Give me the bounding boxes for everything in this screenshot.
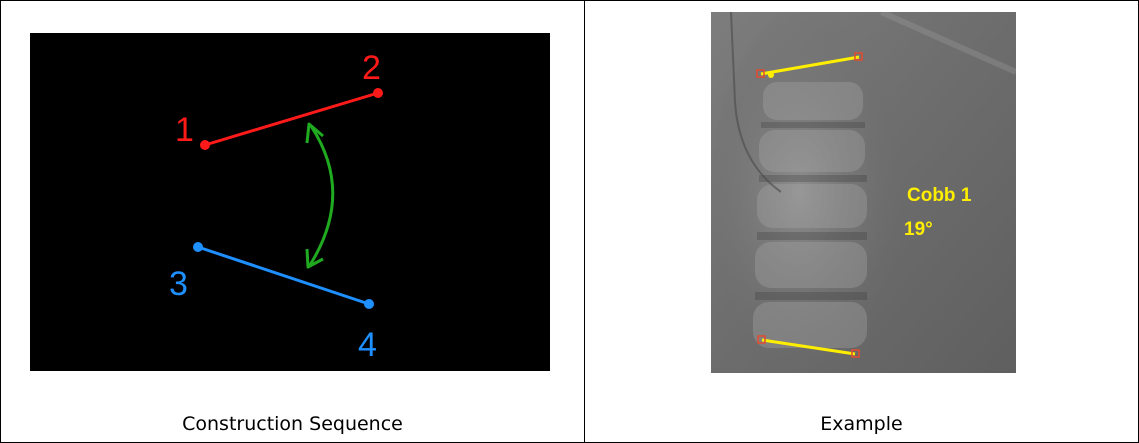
line-1-2: [203, 91, 380, 147]
cobb-handle-top-right: [854, 52, 863, 61]
point-label-2: 2: [362, 49, 381, 87]
caption-example: Example: [820, 413, 903, 435]
angle-arc-arrowhead-bottom: [305, 248, 324, 269]
xray-spine-shadow: [711, 12, 931, 373]
table-border-top: [0, 0, 1139, 1]
cobb-anchor-dot: [768, 72, 774, 78]
point-label-1: 1: [175, 111, 194, 149]
cobb-handle-top-left: [756, 69, 765, 78]
point-1: [200, 140, 210, 150]
cobb-measurement-value: 19°: [904, 219, 933, 240]
point-label-4: 4: [358, 326, 377, 364]
cobb-handle-bottom-left: [757, 335, 766, 344]
table-divider: [584, 0, 585, 443]
point-2: [373, 88, 383, 98]
cobb-measurement-label: Cobb 1: [907, 185, 972, 206]
line-3-4: [196, 245, 371, 306]
construction-diagram: 1 2 3 4: [30, 33, 550, 371]
xray-rib-edge: [879, 12, 1016, 75]
xray-wire: [730, 12, 782, 193]
point-label-3: 3: [169, 265, 188, 303]
caption-construction-sequence: Construction Sequence: [182, 413, 403, 435]
point-3: [193, 242, 203, 252]
cobb-line-bottom: [761, 338, 856, 356]
cobb-line-top: [760, 55, 860, 76]
angle-arc-arrowhead-top: [305, 122, 324, 144]
diagram-background: [30, 33, 550, 371]
xray-vertebrae: [753, 82, 867, 348]
xray-example-image: Cobb 1 19°: [711, 12, 1016, 373]
point-4: [364, 299, 374, 309]
table-border-left: [0, 0, 1, 443]
cobb-handle-bottom-right: [851, 349, 860, 358]
angle-arc: [308, 125, 335, 266]
xray-disc-spaces: [755, 122, 867, 300]
